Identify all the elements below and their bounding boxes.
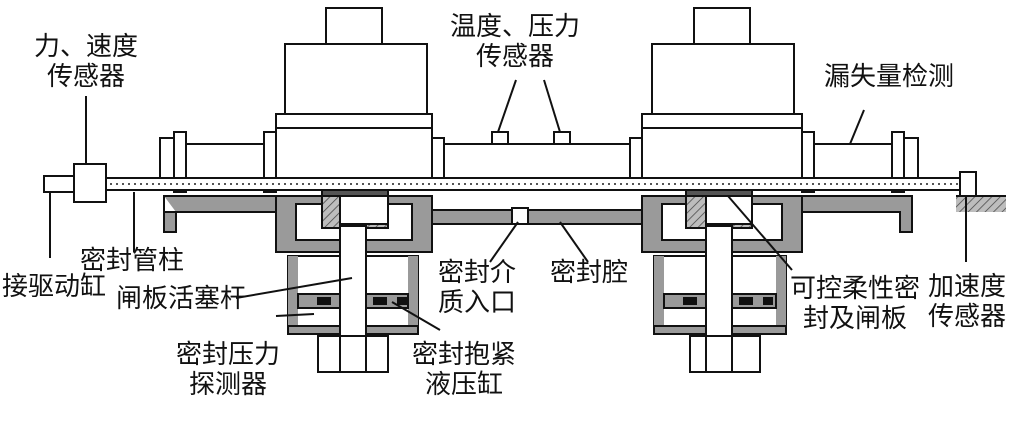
left-piston-rod bbox=[339, 225, 367, 337]
left-seal-unit bbox=[275, 7, 433, 373]
label-controllable-seal-gate: 可控柔性密 封及闸板 bbox=[790, 274, 921, 334]
accel-sensor-box bbox=[959, 171, 977, 197]
label-seal-clamp-cylinder: 密封抱紧 液压缸 bbox=[412, 340, 517, 400]
base-rail bbox=[163, 195, 277, 233]
frame-and-pipes bbox=[159, 131, 1006, 233]
label-temp-pressure-sensor: 温度、压力 传感器 bbox=[450, 12, 581, 72]
right-top-cap bbox=[693, 7, 751, 45]
leader-lines bbox=[49, 79, 967, 331]
label-seal-medium-inlet: 密封介 质入口 bbox=[438, 258, 517, 318]
label-seal-tube-column: 密封管柱 bbox=[80, 246, 185, 276]
right-mid-housing bbox=[641, 113, 803, 185]
temp-sensor-right bbox=[553, 131, 571, 145]
label-seal-pressure-probe: 密封压力 探测器 bbox=[176, 340, 281, 400]
label-gate-piston-rod: 闸板活塞杆 bbox=[116, 284, 247, 314]
left-top-cap bbox=[325, 7, 383, 45]
label-seal-chamber: 密封腔 bbox=[550, 258, 629, 288]
force-speed-sensor-box bbox=[73, 163, 107, 203]
right-upper-housing bbox=[651, 43, 795, 115]
label-accel-sensor: 加速度 传感器 bbox=[928, 272, 1007, 332]
right-piston-rod bbox=[705, 225, 733, 337]
medium-inlet-port bbox=[511, 207, 529, 225]
left-mid-housing bbox=[275, 113, 433, 185]
label-force-speed-sensor: 力、速度 传感器 bbox=[34, 32, 139, 92]
temp-sensor-left bbox=[491, 131, 509, 145]
label-drive-cylinder: 接驱动缸 bbox=[2, 272, 107, 302]
label-leakage-detection: 漏失量检测 bbox=[824, 62, 955, 92]
left-upper-housing bbox=[284, 43, 428, 115]
seal-tube-column bbox=[43, 163, 977, 203]
